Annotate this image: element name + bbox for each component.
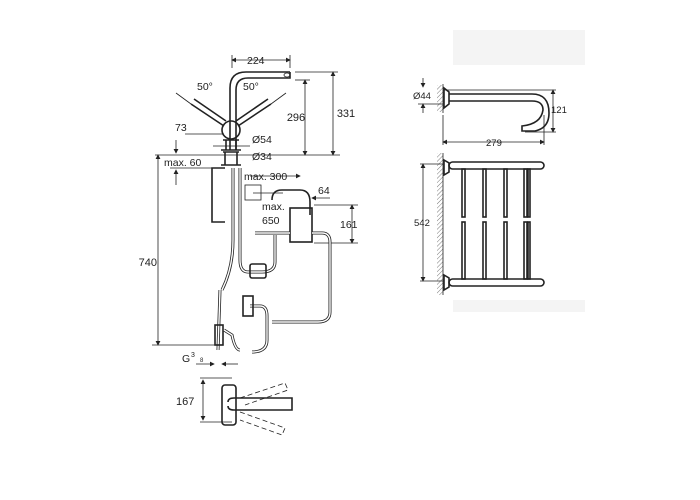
dim-167: 167 [176, 396, 194, 408]
angle-left-label: 50° [197, 81, 213, 93]
faucet-drawing [152, 55, 358, 436]
dim-dia-44: Ø44 [413, 91, 431, 102]
dim-dia-34: Ø34 [252, 151, 272, 163]
image-placeholder-bottom [453, 300, 585, 312]
thread-g-label: G [182, 353, 190, 365]
dim-73: 73 [175, 122, 187, 134]
dim-161: 161 [340, 219, 358, 231]
towel-rack-drawing [418, 78, 556, 295]
filter [249, 263, 267, 279]
mixing-unit [289, 207, 313, 243]
dim-64: 64 [318, 185, 330, 197]
dim-max-650-line2: 650 [262, 215, 280, 227]
dim-542: 542 [414, 218, 430, 229]
image-placeholder-top [453, 30, 585, 65]
dim-224: 224 [247, 55, 265, 67]
dim-dia-54: Ø54 [252, 134, 272, 146]
dim-121: 121 [551, 105, 567, 116]
thread-numerator: 3 [191, 352, 195, 359]
dim-max-300: max. 300 [244, 171, 287, 183]
faucet-handle [221, 120, 241, 140]
dim-max-60: max. 60 [164, 157, 202, 169]
thread-denominator: 8 [200, 358, 204, 364]
dim-max-650-line1: max. [262, 201, 285, 213]
faucet-spout [229, 71, 290, 150]
angle-right-label: 50° [243, 81, 259, 93]
dim-279: 279 [486, 138, 502, 149]
dim-296: 296 [287, 112, 305, 124]
dim-740: 740 [139, 257, 157, 269]
dim-331: 331 [337, 108, 355, 120]
